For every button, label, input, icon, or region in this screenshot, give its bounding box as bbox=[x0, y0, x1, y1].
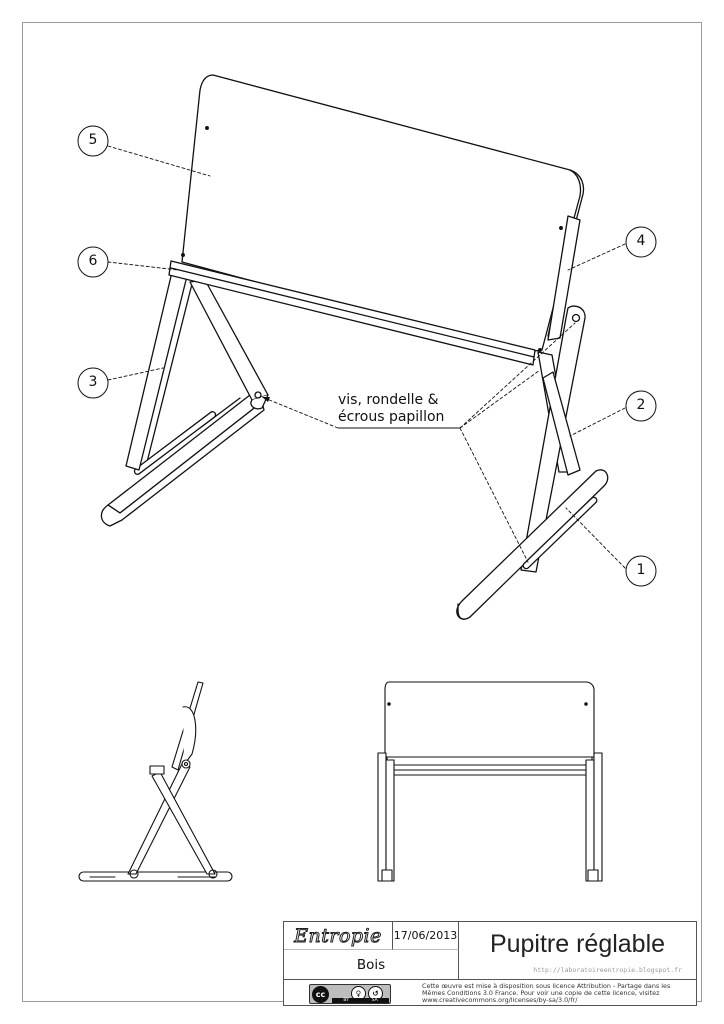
by-label: BY bbox=[343, 997, 349, 1003]
balloon-number-5: 5 bbox=[88, 132, 98, 148]
hardware-callout-label: vis, rondelle & écrous papillon bbox=[338, 392, 462, 426]
balloon-number-3: 3 bbox=[88, 374, 98, 390]
drawing-title: Pupitre réglable bbox=[489, 929, 666, 958]
part-balloons bbox=[77, 125, 657, 587]
callout-leaders bbox=[107, 145, 626, 569]
balloon-number-4: 4 bbox=[636, 233, 646, 249]
attribution-icon: ♀ bbox=[351, 985, 366, 1001]
logo-cell: Entropie bbox=[284, 922, 393, 950]
side-view bbox=[78, 681, 233, 882]
blog-url: http://laboratoireentropie.blogspot.fr bbox=[459, 966, 696, 980]
front-view bbox=[377, 681, 603, 882]
cc-logo-icon: cc bbox=[312, 985, 329, 1003]
cc-badge-strip: BY SA bbox=[332, 997, 389, 1003]
right-brace bbox=[542, 371, 581, 476]
entropie-logo: Entropie bbox=[294, 924, 382, 947]
left-base-foot bbox=[100, 394, 265, 527]
hardware-callout-line1: vis, rondelle & bbox=[338, 392, 439, 408]
balloon-number-1: 1 bbox=[636, 562, 646, 578]
balloon-number-2: 2 bbox=[636, 397, 646, 413]
license-text: Cette œuvre est mise à disposition sous … bbox=[422, 982, 671, 1005]
sa-label: SA bbox=[371, 997, 378, 1003]
isometric-view bbox=[77, 74, 657, 620]
right-bracket bbox=[547, 215, 581, 341]
hardware-callout-line2: écrous papillon bbox=[338, 409, 445, 425]
cc-license-badge: cc ♀ ↺ BY SA bbox=[309, 983, 391, 1004]
left-front-brace bbox=[189, 279, 269, 410]
balloon-number-6: 6 bbox=[88, 253, 98, 269]
cc-license-badge-cell: cc ♀ ↺ BY SA bbox=[284, 980, 416, 1007]
material-label: Bois bbox=[284, 950, 459, 980]
writing-board bbox=[181, 74, 585, 354]
board-ledge bbox=[168, 260, 536, 366]
title-block: Entropie 17/06/2013 Bois Pupitre réglabl… bbox=[283, 921, 697, 1006]
right-base-foot bbox=[456, 469, 609, 620]
drawing-date: 17/06/2013 bbox=[393, 922, 459, 950]
